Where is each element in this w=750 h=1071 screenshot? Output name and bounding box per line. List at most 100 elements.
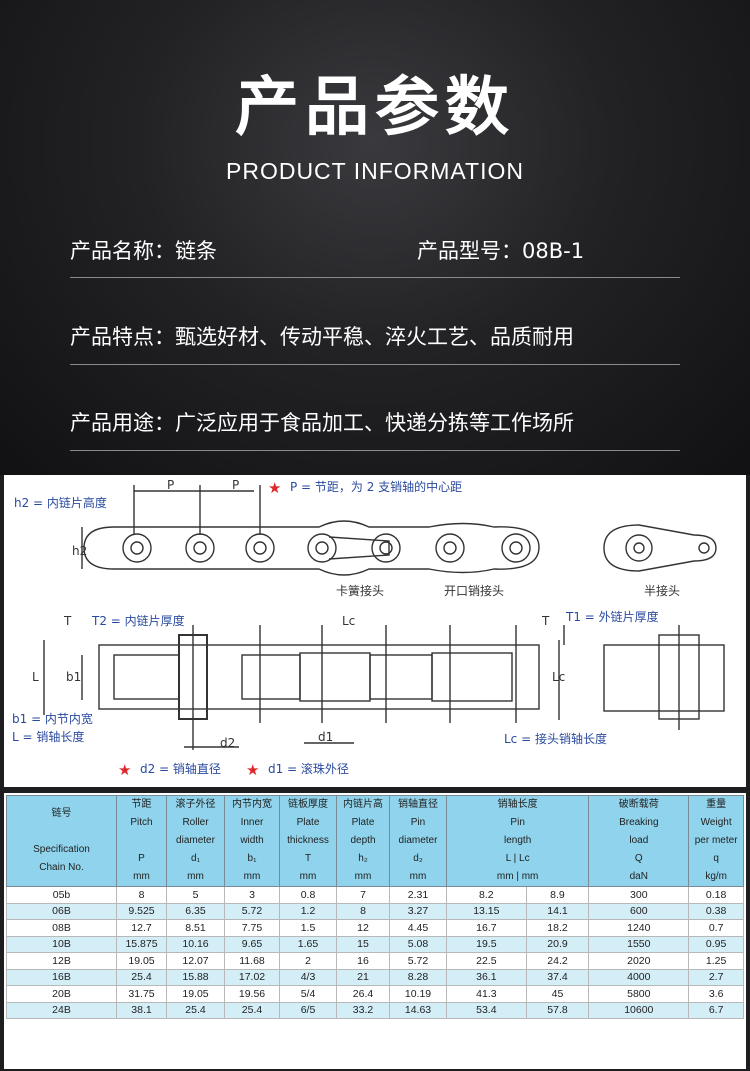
table-cell: 4000 — [588, 968, 690, 986]
header-background — [0, 0, 750, 475]
table-cell: 25.4 — [166, 1001, 225, 1019]
table-cell: 10600 — [588, 1001, 690, 1019]
table-cell: 1.25 — [688, 952, 744, 970]
table-cell: 600 — [588, 902, 690, 920]
table-cell: 26.4 — [336, 985, 390, 1003]
label-d2: d2 — [220, 736, 235, 750]
table-cell: 13.15 — [446, 902, 527, 920]
table-cell: 19.5 — [446, 935, 527, 953]
label-lc-right: Lc — [552, 670, 565, 684]
label-lc-desc: Lc = 接头销轴长度 — [504, 731, 607, 746]
table-cell: 14.1 — [525, 902, 590, 920]
product-features: 产品特点：甄选好材、传动平稳、淬火工艺、品质耐用 — [70, 325, 574, 349]
table-cell: 5.08 — [389, 935, 447, 953]
table-cell: 4.45 — [389, 919, 447, 937]
table-cell: 08B — [6, 919, 117, 937]
table-cell: 12.7 — [116, 919, 167, 937]
table-cell: 7 — [336, 886, 390, 904]
chain-outline — [83, 520, 540, 576]
table-cell: 0.38 — [688, 902, 744, 920]
table-cell: 3 — [224, 886, 280, 904]
table-cell: 16 — [336, 952, 390, 970]
label-half-joint: 半接头 — [644, 583, 680, 598]
table-cell: 5.72 — [224, 902, 280, 920]
half-link — [603, 524, 717, 572]
label-l-desc: L = 销轴长度 — [12, 729, 84, 744]
label-l: L — [32, 670, 39, 684]
label-spring-joint: 卡簧接头 — [336, 583, 384, 598]
table-cell: 06B — [6, 902, 117, 920]
table-cell: 3.6 — [688, 985, 744, 1003]
table-cell: 24B — [6, 1001, 117, 1019]
label-h2-desc: h2 = 内链片高度 — [14, 495, 107, 510]
table-cell: 8.51 — [166, 919, 225, 937]
star-icon: ★ — [268, 479, 281, 497]
page-title: 产品参数 — [235, 71, 515, 145]
table-cell: 19.56 — [224, 985, 280, 1003]
table-cell: 0.8 — [279, 886, 337, 904]
table-cell: 16B — [6, 968, 117, 986]
label-b1: b1 — [66, 670, 81, 684]
table-cell: 1.65 — [279, 935, 337, 953]
table-cell: 12.07 — [166, 952, 225, 970]
table-cell: 0.95 — [688, 935, 744, 953]
star-icon: ★ — [246, 761, 259, 779]
table-cell: 8 — [116, 886, 167, 904]
table-cell: 5/4 — [279, 985, 337, 1003]
page-subtitle: PRODUCT INFORMATION — [226, 158, 524, 184]
table-cell: 4/3 — [279, 968, 337, 986]
table-cell: 2.31 — [389, 886, 447, 904]
table-cell: 41.3 — [446, 985, 527, 1003]
table-cell: 15 — [336, 935, 390, 953]
table-cell: 19.05 — [116, 952, 167, 970]
table-cell: 45 — [525, 985, 590, 1003]
table-cell: 57.8 — [525, 1001, 590, 1019]
label-h2: h2 — [72, 544, 87, 558]
info-row-name: 产品名称：链条 产品型号：08B-1 — [70, 236, 680, 266]
table-cell: 1550 — [588, 935, 690, 953]
table-cell: 24.2 — [525, 952, 590, 970]
table-cell: 1240 — [588, 919, 690, 937]
chain-diagram: P P ★ P = 节距，为 2 支销轴的中心距 h2 = 内链片高度 h2 卡… — [4, 475, 746, 787]
label-d1-desc: d1 = 滚珠外径 — [268, 761, 349, 776]
table-cell: 05b — [6, 886, 117, 904]
label-p-desc: P = 节距，为 2 支销轴的中心距 — [290, 479, 462, 494]
table-cell: 12 — [336, 919, 390, 937]
table-cell: 15.88 — [166, 968, 225, 986]
divider — [70, 277, 680, 278]
table-cell: 10.19 — [389, 985, 447, 1003]
label-b1-desc: b1 = 内节内宽 — [12, 711, 93, 726]
table-cell: 36.1 — [446, 968, 527, 986]
table-cell: 3.27 — [389, 902, 447, 920]
label-d1: d1 — [318, 730, 333, 744]
table-cell: 22.5 — [446, 952, 527, 970]
table-cell: 19.05 — [166, 985, 225, 1003]
table-cell: 14.63 — [389, 1001, 447, 1019]
table-cell: 21 — [336, 968, 390, 986]
table-cell: 2.7 — [688, 968, 744, 986]
table-cell: 15.875 — [116, 935, 167, 953]
table-cell: 53.4 — [446, 1001, 527, 1019]
label-t2-desc: T2 = 内链片厚度 — [91, 613, 185, 628]
table-cell: 33.2 — [336, 1001, 390, 1019]
table-cell: 25.4 — [116, 968, 167, 986]
table-cell: 16.7 — [446, 919, 527, 937]
table-cell: 7.75 — [224, 919, 280, 937]
table-cell: 5 — [166, 886, 225, 904]
label-t: T — [63, 614, 72, 628]
